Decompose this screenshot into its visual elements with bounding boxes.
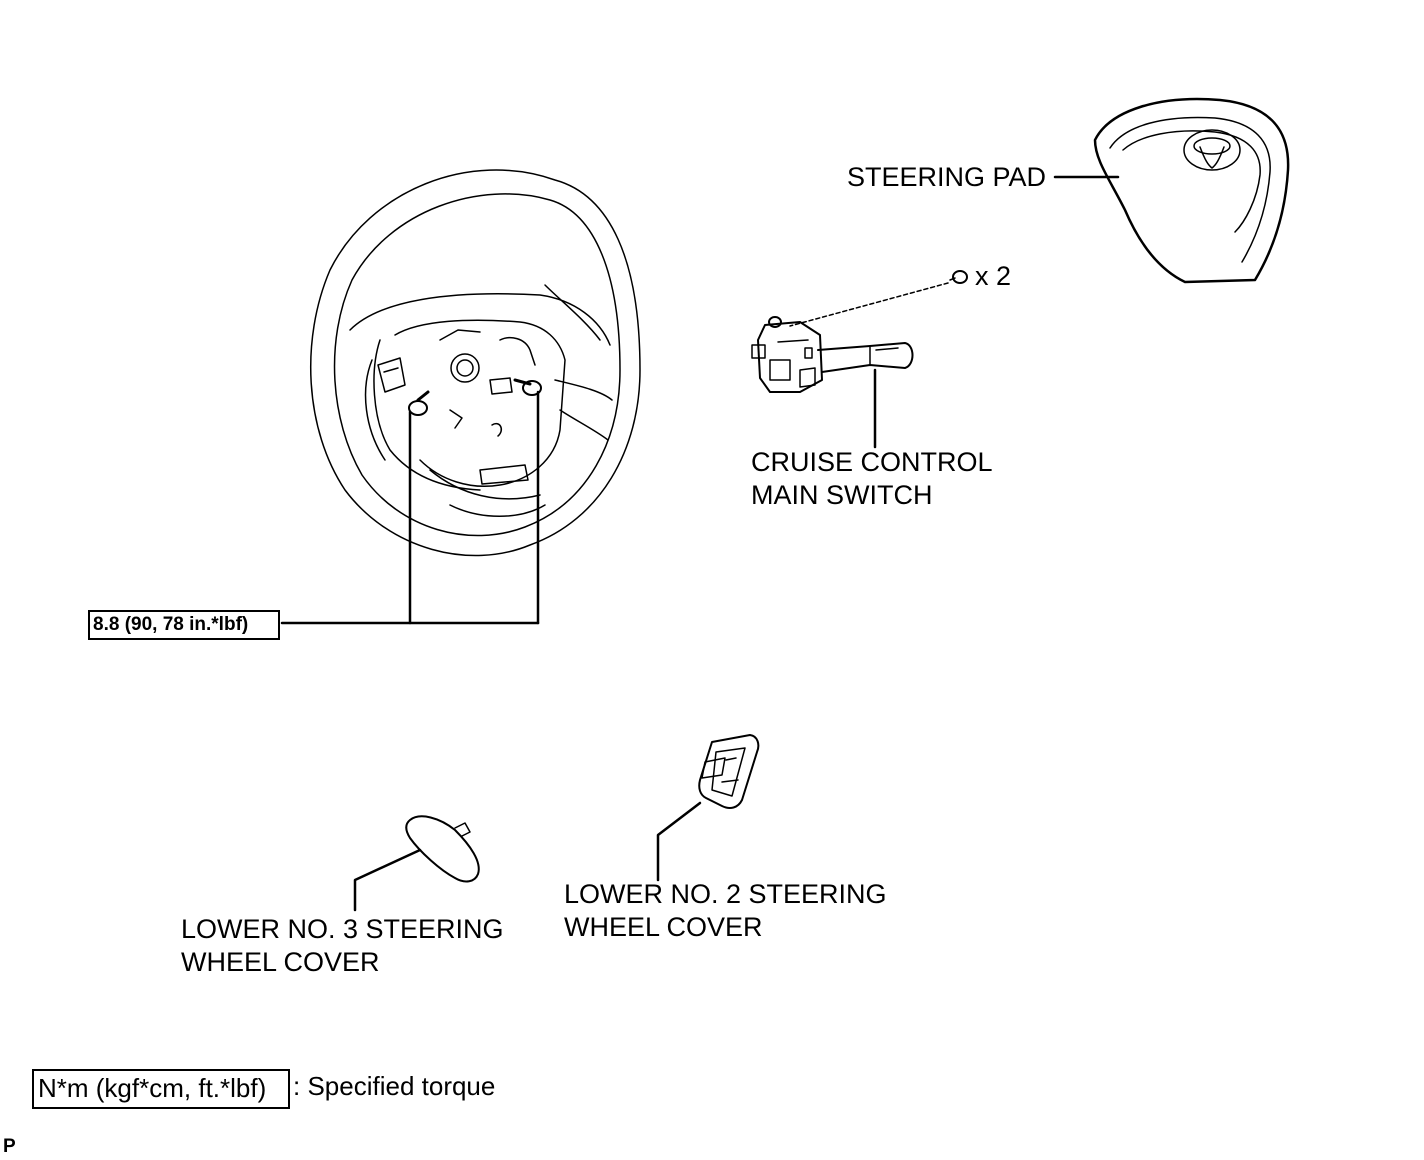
switch-screw	[949, 270, 968, 284]
cruise-switch-illustration	[751, 270, 968, 449]
label-no2-line1: LOWER NO. 2 STEERING	[564, 879, 887, 909]
steering-wheel-illustration	[280, 169, 641, 625]
lower-no3-cover-illustration	[353, 815, 480, 912]
label-cruise-line1: CRUISE CONTROL	[751, 447, 993, 477]
corner-mark: P	[3, 1136, 16, 1157]
label-no3-line1: LOWER NO. 3 STEERING	[181, 914, 504, 944]
wheel-bolt-right	[513, 378, 542, 396]
label-steering-pad: STEERING PAD	[847, 162, 1047, 192]
wheel-bolt-left	[408, 390, 430, 416]
legend-description: : Specified torque	[293, 1071, 496, 1101]
label-bolt-count: x 2	[975, 261, 1012, 291]
steering-pad-illustration	[1053, 97, 1290, 284]
label-no2-line2: WHEEL COVER	[564, 912, 763, 942]
label-cruise-control-main-switch: CRUISE CONTROL MAIN SWITCH	[751, 449, 993, 509]
label-no3-line2: WHEEL COVER	[181, 947, 380, 977]
label-lower-no3-cover: LOWER NO. 3 STEERING WHEEL COVER	[181, 916, 504, 976]
lower-no2-cover-illustration	[656, 734, 760, 882]
legend-torque-unit-box: N*m (kgf*cm, ft.*lbf)	[32, 1069, 290, 1109]
label-lower-no2-cover: LOWER NO. 2 STEERING WHEEL COVER	[564, 881, 887, 941]
label-cruise-line2: MAIN SWITCH	[751, 480, 933, 510]
torque-value-box: 8.8 (90, 78 in.*lbf)	[88, 610, 280, 640]
